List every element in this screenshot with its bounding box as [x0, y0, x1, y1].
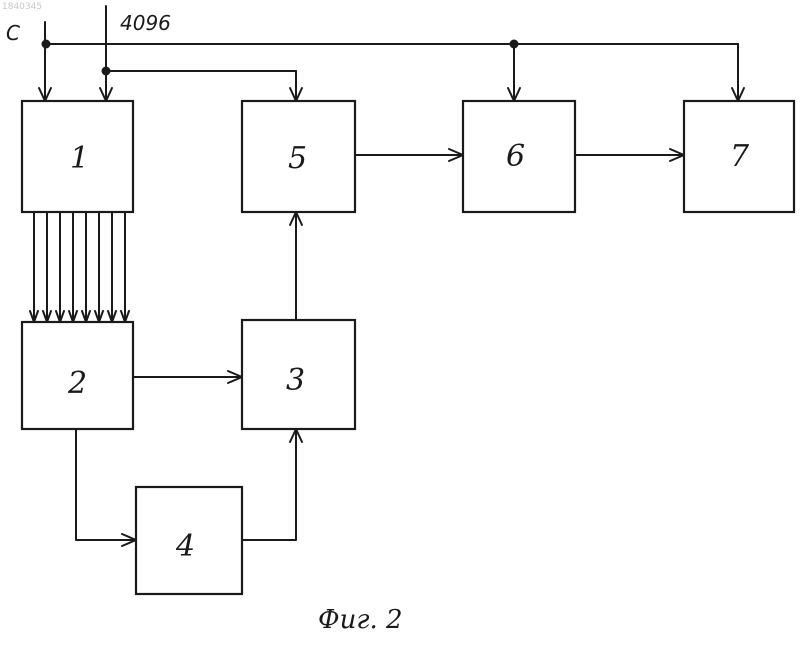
block-5: 5 [242, 101, 355, 212]
clock-input-label: C [6, 21, 20, 45]
block-6: 6 [463, 101, 575, 212]
block-4-label: 4 [175, 529, 195, 564]
block-2-label: 2 [67, 366, 87, 401]
link-2-to-4 [76, 429, 136, 546]
block-7: 7 [684, 101, 794, 212]
block-3: 3 [242, 320, 355, 429]
block-4: 4 [136, 487, 242, 594]
parallel-bus-1-to-2 [30, 212, 129, 322]
link-5-to-6 [355, 149, 463, 161]
link-2-to-3 [133, 371, 242, 383]
link-3-to-5 [290, 212, 302, 320]
link-6-to-7 [575, 149, 684, 161]
block-1-label: 1 [70, 141, 89, 176]
word-input-label: 4096 [120, 11, 171, 35]
block-2: 2 [22, 322, 133, 429]
figure-caption: Фиг. 2 [318, 605, 403, 635]
document-number-watermark: 1840345 [2, 2, 42, 12]
clock-junction-dot [42, 40, 51, 49]
block-1: 1 [22, 101, 133, 212]
link-4-to-3 [242, 429, 302, 540]
block-5-label: 5 [288, 141, 307, 176]
block-3-label: 3 [286, 363, 305, 398]
block-6-label: 6 [506, 139, 525, 174]
block-7-label: 7 [730, 139, 750, 174]
